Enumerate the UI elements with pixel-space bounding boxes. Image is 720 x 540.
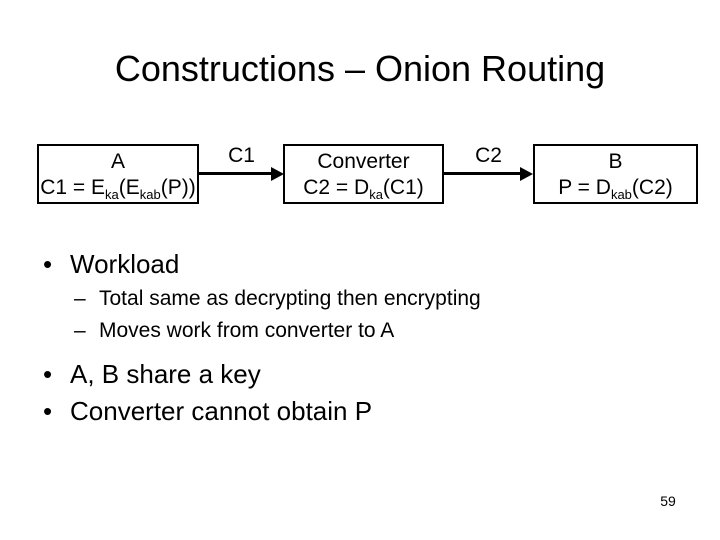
node-converter: Converter C2 = Dka(C1) — [283, 144, 444, 204]
node-converter-label: Converter — [317, 150, 410, 173]
node-converter-equation: C2 = Dka(C1) — [285, 175, 442, 201]
node-a-label: A — [110, 150, 125, 173]
eq-text: (E — [118, 176, 140, 199]
arrow-c1-arrowhead-icon — [271, 166, 284, 181]
arrow-c2-arrowhead-icon — [520, 166, 533, 181]
eq-subscript: kab — [610, 187, 632, 203]
bullet-text: Workload — [70, 249, 180, 279]
bullet-text: Converter cannot obtain P — [70, 396, 373, 426]
bullet-marker: • — [43, 359, 53, 389]
bullet-marker: • — [43, 249, 53, 279]
arrow-c1-label: C1 — [228, 144, 255, 167]
bullet-text: A, B share a key — [70, 359, 261, 389]
node-a-equation: C1 = Eka(Ekab(P)) — [39, 175, 197, 201]
sub-bullet-marker: – — [74, 319, 86, 342]
eq-subscript: ka — [105, 187, 119, 203]
eq-text: C1 = E — [40, 176, 106, 199]
slide-page-number: 59 — [660, 493, 676, 509]
arrow-c2-label: C2 — [475, 144, 502, 167]
sub-bullet-marker: – — [74, 287, 86, 310]
arrow-c2-line — [444, 172, 521, 175]
slide-title: Constructions – Onion Routing — [114, 48, 606, 89]
arrow-c1-line — [199, 172, 272, 175]
bullet-marker: • — [43, 396, 53, 426]
node-b-equation: P = Dkab(C2) — [535, 175, 696, 201]
eq-text: (C2) — [631, 176, 673, 199]
eq-subscript: ka — [369, 187, 383, 203]
node-b-label: B — [608, 150, 623, 173]
eq-text: P = D — [558, 176, 611, 199]
eq-subscript: kab — [139, 187, 161, 203]
eq-text: (C1) — [382, 176, 424, 199]
sub-bullet-text: Total same as decrypting then encrypting — [99, 287, 481, 310]
eq-text: C2 = D — [303, 176, 370, 199]
sub-bullet-text: Moves work from converter to A — [99, 319, 395, 342]
eq-text: (P)) — [160, 176, 196, 199]
node-a: A C1 = Eka(Ekab(P)) — [37, 144, 199, 204]
node-b: B P = Dkab(C2) — [533, 144, 698, 204]
